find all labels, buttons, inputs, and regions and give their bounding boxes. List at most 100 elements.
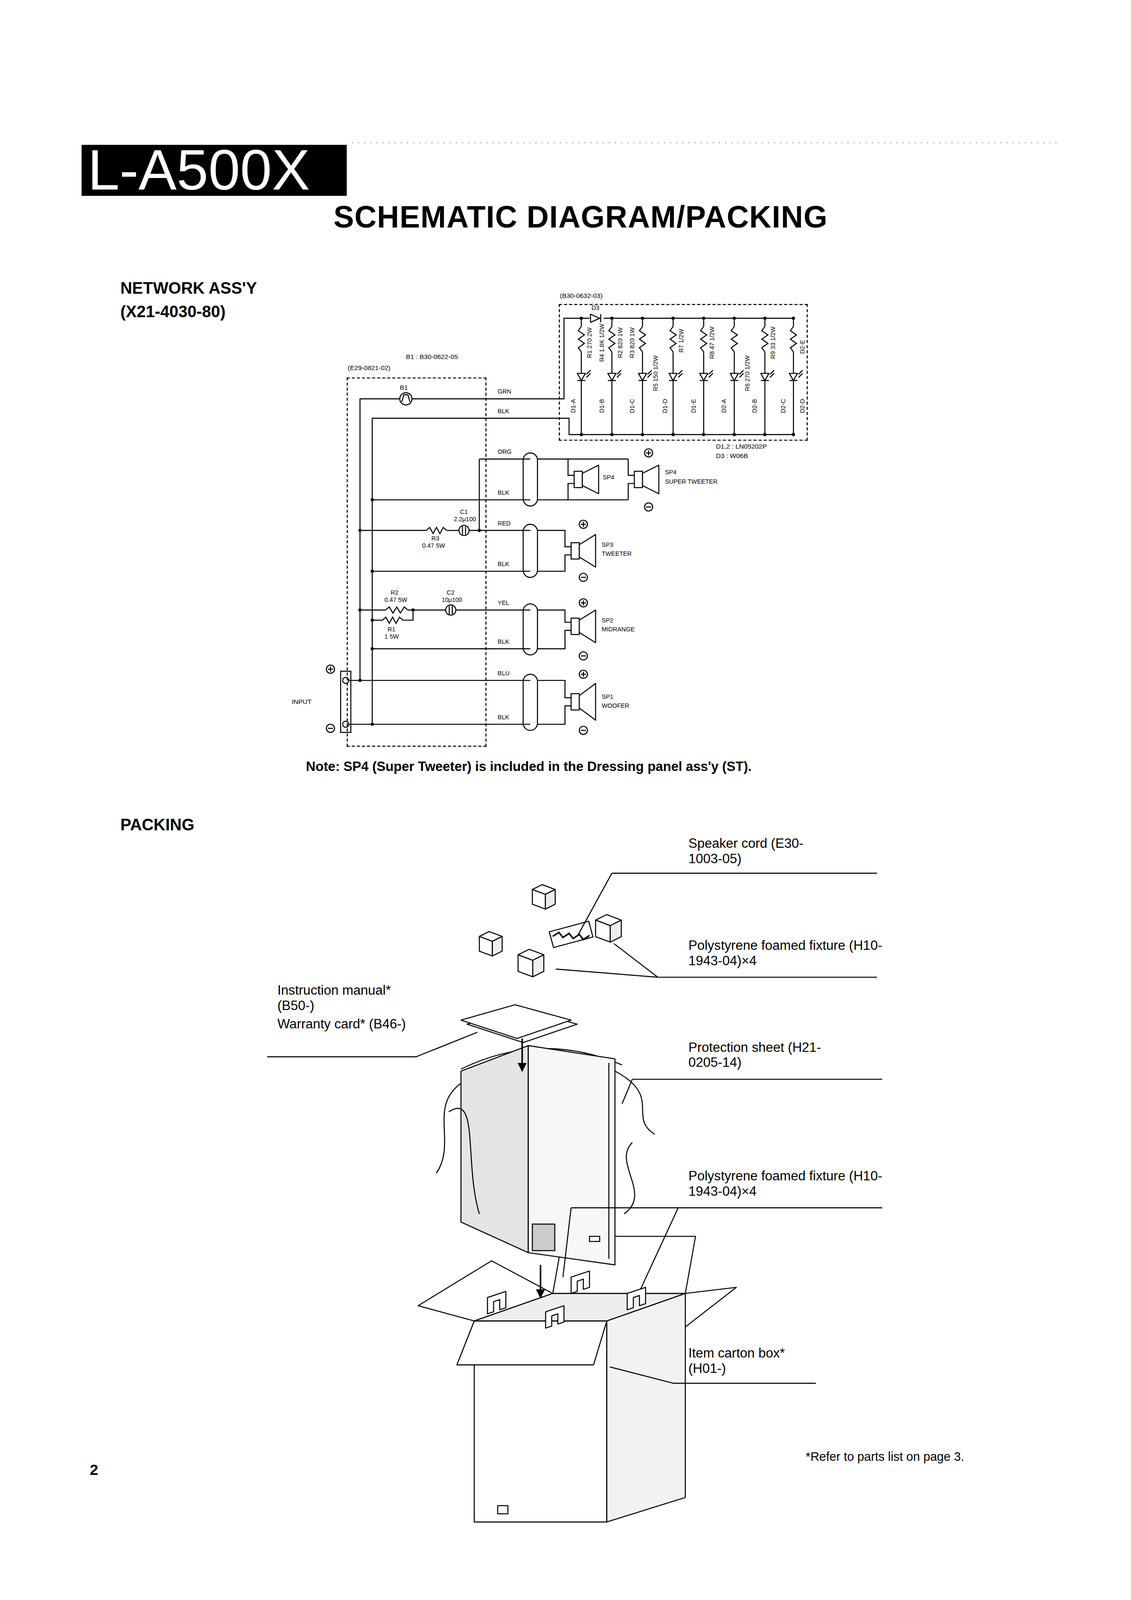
wire: [372, 570, 531, 572]
wire-connector: [486, 398, 560, 400]
cable-bundle: [523, 673, 538, 730]
wire: [348, 679, 531, 681]
foam-fixture: [545, 889, 556, 910]
section-heading: PACKING: [120, 816, 195, 835]
diode-symbol: [600, 314, 601, 323]
junction-dot: [641, 316, 645, 321]
speaker-cone: [642, 465, 659, 494]
diode-label: D1-E: [690, 399, 697, 414]
cable-bundle: [523, 603, 538, 655]
speaker-label: SP3: [601, 541, 614, 549]
junction-dot: [610, 316, 614, 321]
insert-arrow: [521, 1038, 524, 1071]
terminal-sign: [580, 576, 586, 578]
led-symbol: [730, 373, 739, 381]
diode-label: D3: [591, 304, 600, 312]
wire: [672, 351, 674, 374]
plus-terminal: [326, 664, 335, 674]
speaker-label: TWEETER: [601, 550, 632, 558]
insert-arrow: [539, 1264, 542, 1298]
resistor-label: R9 33 1/2W: [769, 326, 776, 359]
wire: [568, 499, 629, 501]
note: Note: SP4 (Super Tweeter) is included in…: [306, 759, 752, 776]
wire: [446, 529, 460, 531]
callout-text: Item carton box* (H01-): [688, 1346, 822, 1377]
terminal-sign: [582, 671, 584, 677]
junction-dot: [702, 316, 706, 321]
speaker-lead: [537, 554, 572, 572]
part-number: B1 : B30-0622-05: [405, 352, 458, 361]
junction-dot: [610, 432, 614, 437]
wire: [733, 380, 735, 435]
junction-dot: [763, 432, 767, 437]
speaker-cone: [579, 534, 596, 567]
cable-bundle: [523, 524, 538, 578]
resistor-symbol: [609, 326, 616, 353]
terminal-sign: [580, 729, 586, 731]
junction-dot: [411, 608, 415, 612]
resistor-label: R3 820 1W: [629, 327, 636, 359]
speaker-cone: [582, 465, 599, 494]
circuit-board: (E29-0821-02): [346, 377, 487, 747]
leader-line: [612, 872, 878, 874]
speaker-lead: [537, 630, 572, 649]
leader-line: [555, 968, 658, 977]
cabinet-edge: [608, 1062, 610, 1259]
resistor-symbol: [385, 606, 409, 613]
wire: [372, 418, 794, 725]
component-label: R3: [431, 535, 440, 543]
speaker-lead: [537, 483, 575, 500]
wire-color: RED: [497, 520, 511, 528]
wire: [360, 529, 427, 531]
plus-terminal: [579, 598, 588, 607]
wire: [372, 648, 531, 650]
lamp-label: B1: [399, 383, 409, 391]
leader-line: [609, 1366, 674, 1383]
diode-label: D2-D: [799, 398, 806, 413]
callout-text: Protection sheet (H21-0205-14): [688, 1040, 852, 1071]
resistor-label: R5 150 1/2W: [652, 355, 659, 392]
wire-color: BLK: [497, 714, 510, 721]
junction-dot: [671, 316, 675, 321]
resistor-label: R8 47 1/2W: [708, 326, 715, 359]
cord-bag: [549, 921, 593, 948]
callout-text: Polystyrene foamed fixture (H10-1943-04)…: [688, 938, 888, 969]
foam-fixture: [610, 919, 622, 942]
foam-fixture: [487, 1291, 506, 1314]
diode-label: D1-C: [629, 398, 636, 413]
wire: [580, 351, 582, 374]
junction-dot: [791, 432, 796, 437]
component-value: 0.47 5W: [422, 542, 445, 550]
resistor-label: R6 270 1/2W: [744, 355, 751, 392]
junction-dot: [370, 722, 374, 726]
speaker-lead: [537, 705, 572, 725]
led-light-arrow: [617, 373, 622, 378]
speaker-magnet: [571, 542, 580, 559]
junction-dot: [579, 432, 583, 437]
terminal-sign: [582, 600, 584, 606]
part-number: D3 : W06B: [715, 451, 748, 460]
resistor-symbol: [578, 326, 585, 353]
cable-bundle: [523, 452, 538, 506]
part-number: (X21-4030-80): [120, 303, 226, 322]
speaker-lead: [537, 680, 572, 698]
wire-color: GRN: [497, 388, 512, 396]
capacitor-symbol: [448, 605, 450, 614]
wire: [411, 398, 487, 400]
callout-text: Warranty card* (B46-): [277, 1016, 411, 1032]
wire: [360, 609, 386, 611]
leader-line: [632, 1078, 883, 1080]
wire: [792, 351, 794, 374]
wire: [372, 499, 531, 501]
speaker-lead: [537, 609, 572, 623]
junction-dot: [791, 316, 796, 321]
leader-line: [614, 943, 659, 977]
minus-terminal: [579, 725, 588, 735]
terminal-sign: [648, 450, 650, 456]
led-symbol: [638, 373, 647, 381]
leader-line: [673, 1382, 817, 1384]
terminal-label: INPUT: [291, 697, 312, 706]
